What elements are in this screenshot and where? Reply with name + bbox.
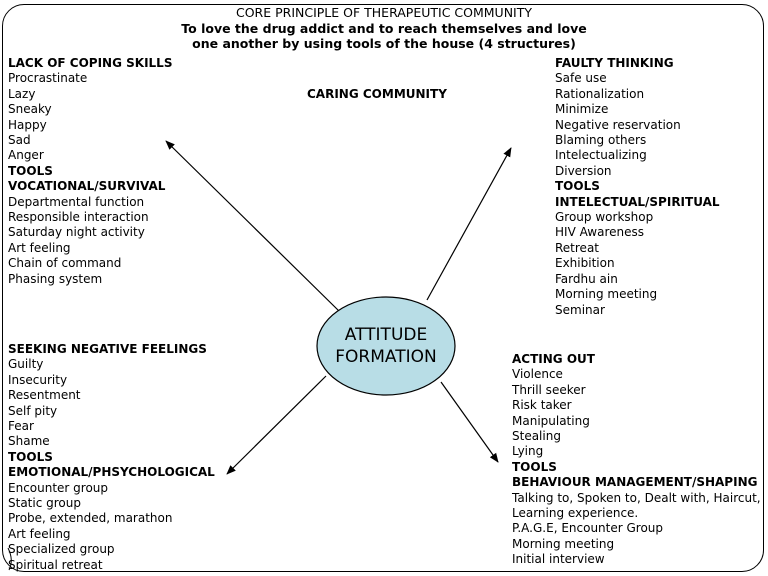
tool-item: Chain of command <box>8 256 122 271</box>
list-item: Intelectualizing <box>555 148 647 163</box>
tools-title: VOCATIONAL/SURVIVAL <box>8 179 166 194</box>
tool-item: P.A.G.E, Encounter Group <box>512 521 664 536</box>
list-item: Sneaky <box>8 102 52 117</box>
tool-item: Art feeling <box>8 240 71 255</box>
tool-item: Retreat <box>555 240 599 255</box>
quadrant-title: SEEKING NEGATIVE FEELINGS <box>8 342 207 356</box>
arrow-to-top-right <box>426 147 512 301</box>
list-item: Minimize <box>555 102 609 117</box>
tool-item: Fardhu ain <box>555 271 618 286</box>
corner-squiggle <box>7 547 12 571</box>
tool-item: Art feeling <box>8 526 71 541</box>
tools-title: INTELECTUAL/SPIRITUAL <box>555 194 720 209</box>
tool-item: Talking to, Spoken to, Dealt with, Hairc… <box>512 490 761 505</box>
header-subtitle-line1: To love the drug addict and to reach the… <box>181 20 587 36</box>
tool-item: Specialized group <box>8 542 115 557</box>
list-item: Stealing <box>512 429 561 444</box>
tools-title: BEHAVIOUR MANAGEMENT/SHAPING <box>512 475 758 490</box>
list-item: Lazy <box>8 86 36 101</box>
center-line1: ATTITUDE <box>344 325 428 345</box>
header: CORE PRINCIPLE OF THERAPEUTIC COMMUNITY … <box>0 5 768 52</box>
list-item: Guilty <box>8 357 44 372</box>
tool-item: Morning meeting <box>512 536 615 551</box>
center-line2: FORMATION <box>335 347 437 367</box>
quadrant-title: FAULTY THINKING <box>555 56 674 70</box>
tool-item: Initial interview <box>512 552 605 567</box>
slide-frame <box>2 4 764 572</box>
tools-label: TOOLS <box>512 459 557 474</box>
list-item: Manipulating <box>512 413 590 428</box>
list-item: Shame <box>8 434 50 449</box>
list-item: Risk taker <box>512 398 572 413</box>
arrow-to-top-left <box>165 140 341 313</box>
list-item: Rationalization <box>555 86 645 101</box>
list-item: Lying <box>512 444 544 459</box>
list-item: Diversion <box>555 163 612 178</box>
arrow-to-bottom-right <box>440 381 499 463</box>
tools-label: TOOLS <box>8 449 53 464</box>
tool-item: Probe, extended, marathon <box>8 511 173 526</box>
caring-community-label: CARING COMMUNITY <box>307 87 447 101</box>
tool-item: Static group <box>8 496 81 511</box>
header-title: CORE PRINCIPLE OF THERAPEUTIC COMMUNITY <box>235 5 533 20</box>
arrow-to-bottom-left <box>226 375 327 475</box>
list-item: Sad <box>8 133 31 148</box>
header-subtitle-line2: one another by using tools of the house … <box>192 36 576 51</box>
tool-item: Phasing system <box>8 271 103 286</box>
list-item: Anger <box>8 148 44 163</box>
list-item: Happy <box>8 117 47 132</box>
quadrant-title: ACTING OUT <box>512 352 595 366</box>
list-item: Fear <box>8 419 34 434</box>
tool-item: Saturday night activity <box>8 225 145 240</box>
list-item: Blaming others <box>555 133 647 148</box>
list-item: Procrastinate <box>8 71 88 86</box>
list-item: Self pity <box>8 403 58 418</box>
list-item: Insecurity <box>8 372 68 387</box>
tool-item: Spiritual retreat <box>8 557 103 572</box>
tools-label: TOOLS <box>555 179 600 194</box>
tools-title: EMOTIONAL/PHSYCHOLOGICAL <box>8 465 215 480</box>
tool-item: Group workshop <box>555 210 654 225</box>
attitude-formation-node <box>316 296 456 396</box>
tool-item: Encounter group <box>8 480 109 495</box>
attitude-formation-label: ATTITUDE FORMATION <box>318 297 454 395</box>
tool-item: Morning meeting <box>555 287 658 302</box>
list-item: Violence <box>512 367 563 382</box>
list-item: Negative reservation <box>555 117 681 132</box>
quadrant-title: LACK OF COPING SKILLS <box>8 56 173 70</box>
tool-item: Seminar <box>555 302 605 317</box>
list-item: Thrill seeker <box>512 382 586 397</box>
tool-item: Departmental function <box>8 194 145 209</box>
tools-label: TOOLS <box>8 163 53 178</box>
tool-item: Learning experience. <box>512 506 639 521</box>
tool-item: Exhibition <box>555 256 615 271</box>
tool-item: HIV Awareness <box>555 225 645 240</box>
list-item: Resentment <box>8 388 81 403</box>
list-item: Safe use <box>555 71 607 86</box>
tool-item: Responsible interaction <box>8 210 149 225</box>
